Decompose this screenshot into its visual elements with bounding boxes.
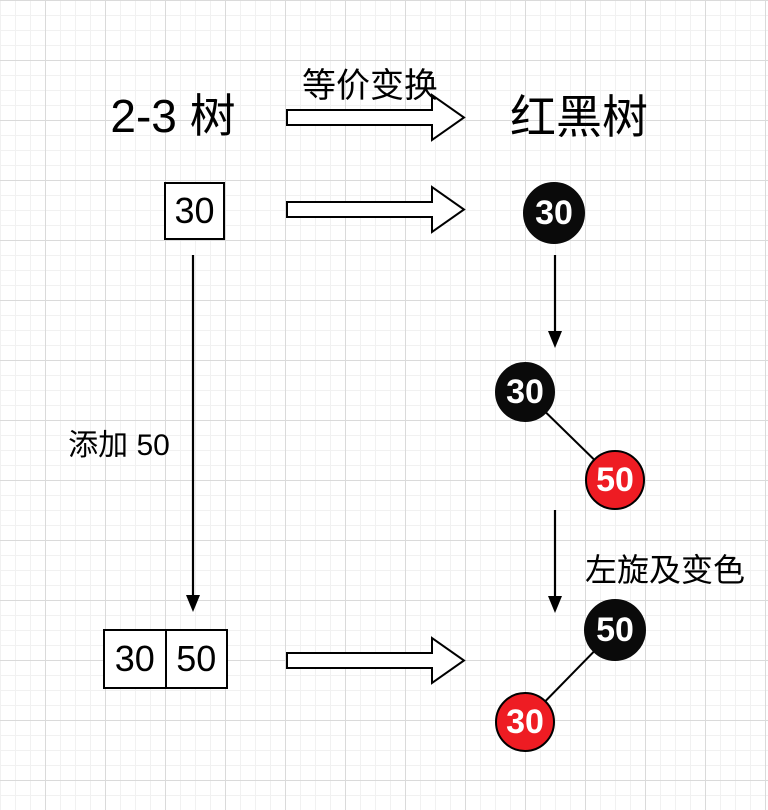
rbt-step2-to-step3-arrow: [548, 510, 562, 613]
rbt-step3-node-30-value: 30: [506, 702, 544, 741]
rbt-step2-node-30-black: 30: [495, 362, 555, 422]
equivalence-transform-label: 等价变换: [302, 67, 438, 105]
two-three-node-30-key: 30: [174, 190, 215, 231]
rbt-step3-node-30-red: 30: [495, 692, 555, 752]
rbt-step1-node-30-black: 30: [523, 182, 585, 244]
rbt-step2-node-50-red: 50: [585, 450, 645, 510]
rbt-step3-node-50-black: 50: [584, 599, 646, 661]
add-50-label: 添加 50: [68, 429, 170, 462]
rbt-step1-to-step2-arrow: [548, 255, 562, 348]
rbt-step3-node-50-value: 50: [596, 610, 634, 649]
two-three-node-30-50-key-right: 50: [164, 631, 227, 687]
equivalence-arrow-title: [286, 93, 466, 142]
add-50-arrow: [186, 255, 200, 612]
left-column-title: 2-3 树: [110, 90, 236, 142]
equivalence-arrow-step2: [286, 636, 466, 685]
right-column-title: 红黑树: [510, 91, 648, 143]
two-three-node-30-50: 30 50: [103, 629, 228, 689]
two-three-node-30: 30: [164, 182, 225, 240]
rbt-step1-node-30-value: 30: [535, 193, 573, 232]
left-rotate-recolor-label: 左旋及变色: [584, 552, 745, 588]
rbt-step2-node-30-value: 30: [506, 372, 544, 411]
rbt-step2-node-50-value: 50: [596, 460, 634, 499]
equivalence-arrow-step1: [286, 185, 466, 234]
two-three-node-30-50-key-left: 30: [114, 638, 155, 679]
